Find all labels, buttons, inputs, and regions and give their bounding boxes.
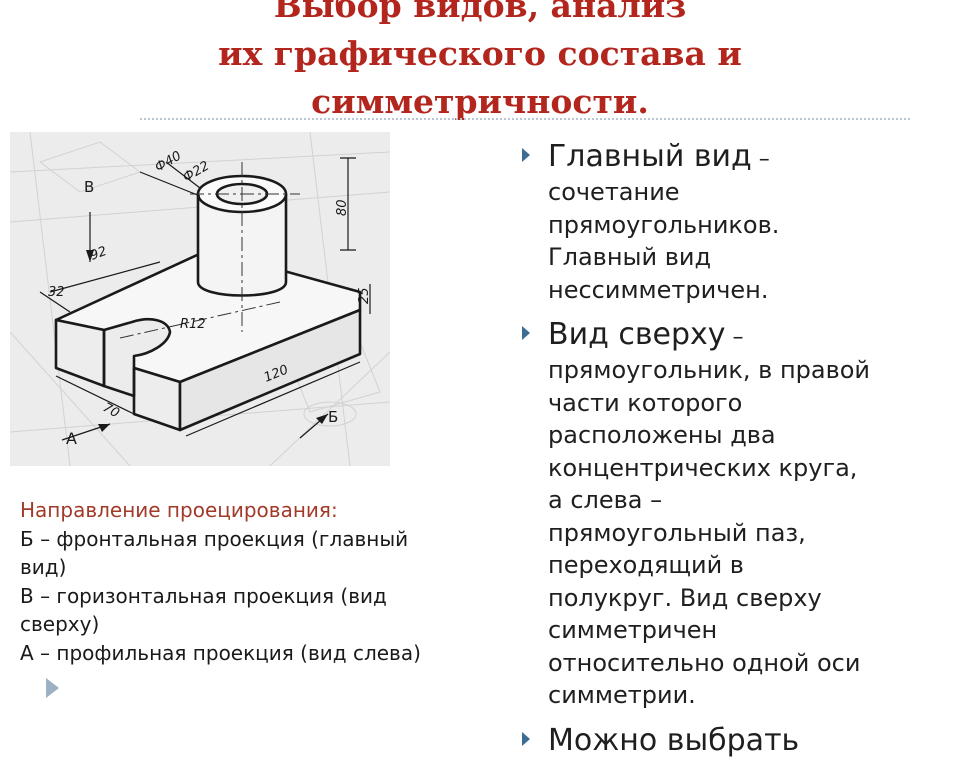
bullet-body-line: Главный вид bbox=[548, 243, 712, 271]
bullet-body-line: расположены два bbox=[548, 421, 776, 449]
next-slide-arrow-icon[interactable] bbox=[46, 678, 59, 698]
bullet-dash: – bbox=[751, 147, 770, 172]
bullet-lead: Можно выбрать bbox=[548, 722, 800, 758]
label-dir-v: В bbox=[84, 178, 94, 196]
bullet-body-line: симметрии. bbox=[548, 681, 696, 709]
title-divider bbox=[140, 118, 910, 120]
label-r12: R12 bbox=[180, 317, 206, 332]
caption-line: В – горизонтальная проекция (вид bbox=[20, 583, 387, 608]
isometric-drawing: Ф40 Ф22 80 92 32 R12 25 120 70 В А Б bbox=[10, 132, 390, 466]
label-h25: 25 bbox=[357, 287, 372, 304]
bullet-choose: Можно выбрать bbox=[520, 722, 940, 760]
bullet-list: Главный вид – сочетание прямоугольников.… bbox=[520, 138, 940, 770]
part-body bbox=[54, 174, 362, 432]
label-d32: 32 bbox=[48, 285, 65, 300]
caption-line: вид) bbox=[20, 555, 67, 579]
projection-caption: Направление проецирования: Б – фронтальн… bbox=[20, 496, 500, 667]
bullet-body-line: сочетание bbox=[548, 178, 680, 206]
bullet-body: сочетание прямоугольников. Главный вид н… bbox=[548, 176, 940, 306]
bullet-body-line: переходящий в bbox=[548, 551, 744, 579]
label-h80: 80 bbox=[335, 199, 350, 216]
bullet-body-line: прямоугольник, в правой bbox=[548, 356, 871, 384]
bullet-body: прямоугольник, в правой части которого р… bbox=[548, 354, 940, 712]
caption-line: Б – фронтальная проекция (главный bbox=[20, 526, 409, 551]
bullet-triangle-icon bbox=[522, 731, 530, 746]
caption-heading: Направление проецирования: bbox=[20, 498, 338, 522]
bullet-top-view: Вид сверху – прямоугольник, в правой час… bbox=[520, 316, 940, 712]
label-dir-b: Б bbox=[328, 408, 338, 426]
title-line-3: симметричности. bbox=[311, 82, 649, 121]
center-lines bbox=[119, 162, 300, 339]
bullet-body-line: прямоугольный паз, bbox=[548, 518, 806, 547]
bullet-lead: Вид сверху bbox=[548, 317, 726, 352]
title-line-2: их графического состава и bbox=[218, 34, 742, 73]
caption-line: сверху) bbox=[20, 612, 100, 636]
bullet-main-view: Главный вид – сочетание прямоугольников.… bbox=[520, 138, 940, 306]
bullet-body-line: нессимметричен. bbox=[548, 275, 769, 304]
bullet-body-line: а слева – bbox=[548, 486, 663, 514]
bullet-body-line: симметричен bbox=[548, 616, 718, 644]
label-dir-a: А bbox=[66, 429, 77, 448]
caption-line: А – профильная проекция (вид слева) bbox=[20, 640, 421, 665]
slide-title: Выбор видов, анализ их графического сост… bbox=[120, 0, 840, 126]
dimension-arrows bbox=[86, 250, 328, 432]
bullet-triangle-icon bbox=[522, 326, 530, 340]
part-drawing-svg: Ф40 Ф22 80 92 32 R12 25 120 70 В А Б bbox=[10, 132, 390, 466]
label-w70: 70 bbox=[100, 400, 122, 421]
bullet-dash: – bbox=[725, 325, 744, 350]
bullet-body-line: части которого bbox=[548, 388, 743, 417]
bullet-body-line: полукруг. Вид сверху bbox=[548, 583, 822, 612]
title-line-1: Выбор видов, анализ bbox=[273, 0, 687, 25]
bullet-body-line: концентрических круга, bbox=[548, 453, 858, 482]
bullet-lead: Главный вид bbox=[548, 139, 752, 174]
bullet-body-line: относительно одной оси bbox=[548, 648, 861, 677]
bullet-triangle-icon bbox=[522, 148, 530, 162]
label-d92: 92 bbox=[88, 244, 109, 264]
bullet-body-line: прямоугольников. bbox=[548, 210, 780, 239]
